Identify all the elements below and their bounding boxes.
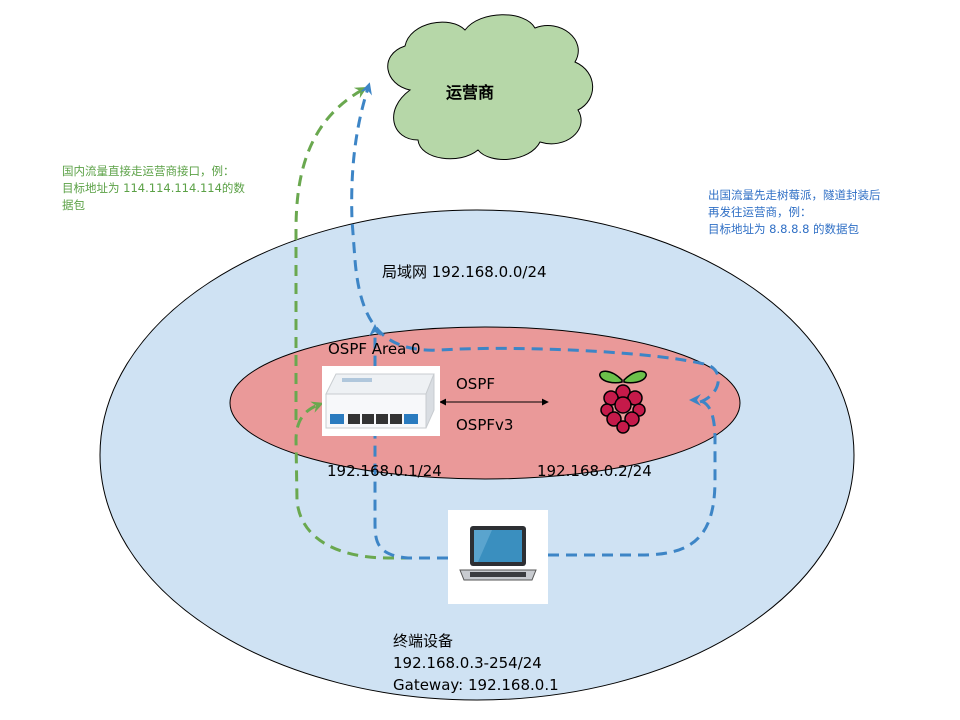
isp-label: 运营商 xyxy=(446,83,495,102)
router-icon xyxy=(322,366,440,436)
raspberry-pi-ip: 192.168.0.2/24 xyxy=(537,462,652,480)
laptop-icon xyxy=(459,526,537,581)
overseas-note-line: 目标地址为 8.8.8.8 的数据包 xyxy=(708,222,860,236)
router-ip: 192.168.0.1/24 xyxy=(327,462,442,480)
isp-cloud xyxy=(387,14,594,160)
ospf-area-label: OSPF Area 0 xyxy=(328,340,421,358)
domestic-note: 国内流量直接走运营商接口，例： 目标地址为 114.114.114.114的数 … xyxy=(62,163,245,214)
domestic-note-line: 据包 xyxy=(62,198,85,212)
overseas-traffic-path xyxy=(369,324,448,560)
domestic-note-line: 国内流量直接走运营商接口，例： xyxy=(62,164,235,178)
domestic-traffic-path xyxy=(294,401,448,560)
link-proto-top: OSPF xyxy=(456,375,496,393)
link-proto-bottom: OSPFv3 xyxy=(456,416,514,434)
raspberry-pi-icon xyxy=(599,370,647,434)
domestic-note-line: 目标地址为 114.114.114.114的数 xyxy=(62,181,245,195)
overseas-note-line: 出国流量先走树莓派，隧道封装后 xyxy=(708,188,881,202)
overseas-note-line: 再发往运营商，例： xyxy=(708,205,812,219)
terminal-subnet: 192.168.0.3-254/24 xyxy=(393,654,542,672)
overseas-note: 出国流量先走树莓派，隧道封装后 再发往运营商，例： 目标地址为 8.8.8.8 … xyxy=(708,187,881,238)
lan-label: 局域网 192.168.0.0/24 xyxy=(382,263,547,281)
terminal-gateway: Gateway: 192.168.0.1 xyxy=(393,676,559,694)
raspberry-pi-device xyxy=(592,366,654,436)
laptop-device xyxy=(448,510,548,604)
terminal-title: 终端设备 xyxy=(393,632,454,650)
overseas-traffic-path-loop xyxy=(548,394,717,557)
domestic-traffic-path-upper xyxy=(294,86,368,420)
overseas-traffic-path-return xyxy=(350,82,720,404)
router-device xyxy=(322,366,440,436)
